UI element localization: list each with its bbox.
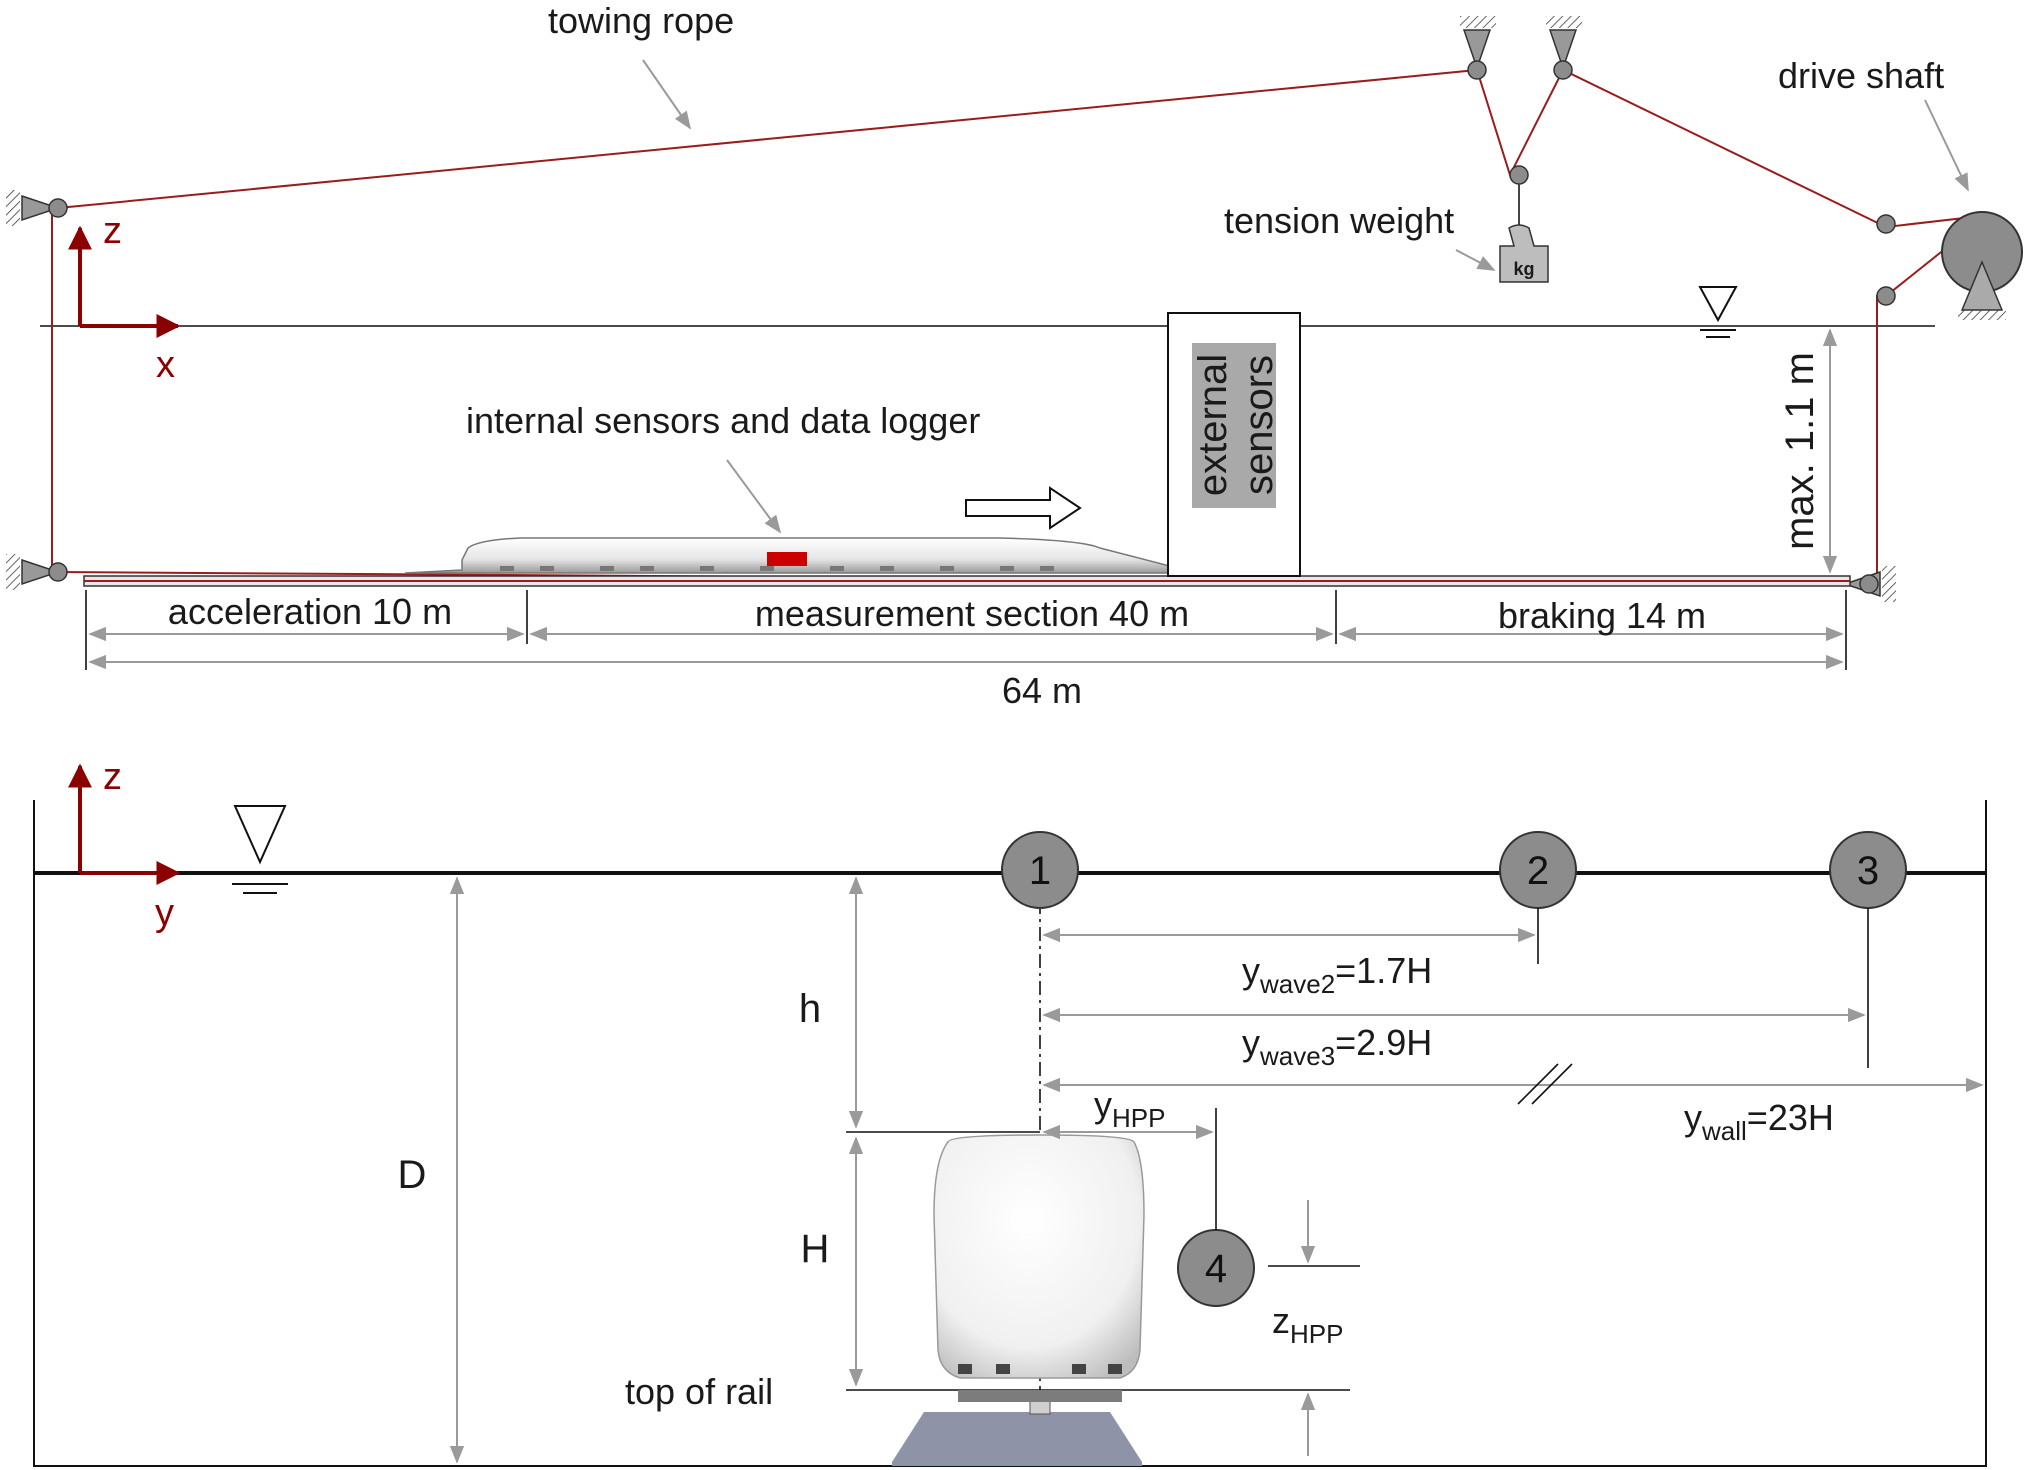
pulley-left-top-icon — [6, 190, 68, 226]
weight-unit-label: kg — [1513, 259, 1534, 279]
y-wall-label: ywall=23H — [1684, 1097, 1834, 1146]
D-label: D — [398, 1153, 427, 1197]
water-level-symbol-icon — [1698, 286, 1738, 338]
tension-weight-label: tension weight — [1224, 200, 1454, 241]
pulley-right-upper-icon — [1876, 214, 1896, 234]
pulley-left-bottom-icon — [6, 554, 68, 590]
drive-shaft-label: drive shaft — [1778, 55, 1944, 96]
z-hpp-label: zHPP — [1272, 1300, 1343, 1349]
pulley-tension-icon — [1509, 165, 1529, 226]
braking-label: braking 14 m — [1498, 595, 1706, 636]
axis-y-label: y — [155, 892, 174, 934]
xz-axes-icon — [68, 225, 181, 338]
water-level-symbol-icon-2 — [232, 805, 288, 894]
data-logger-box — [767, 552, 807, 566]
gauge-3-icon: 3 — [1829, 831, 1907, 909]
gauge-1-label: 1 — [1029, 849, 1051, 893]
pulley-top-left-icon — [1460, 16, 1496, 80]
h-label: h — [799, 987, 821, 1031]
gauge-1-icon: 1 — [1001, 831, 1079, 909]
external-sensors-box — [1192, 343, 1276, 508]
gauge-4-label: 4 — [1205, 1247, 1227, 1291]
y-hpp-label: yHPP — [1094, 1084, 1165, 1133]
y-wave3-label: ywave3=2.9H — [1242, 1022, 1432, 1071]
cross-section-view: z y D h H — [33, 756, 1987, 1467]
train-model — [404, 537, 1186, 574]
gauge-2-icon: 2 — [1499, 831, 1577, 909]
axis-x-label: x — [156, 344, 175, 386]
longitudinal-view: kg z x — [6, 0, 2023, 711]
top-of-rail-label: top of rail — [625, 1371, 773, 1412]
y-wave2-label: ywave2=1.7H — [1242, 950, 1432, 999]
measurement-label: measurement section 40 m — [755, 593, 1189, 634]
direction-arrow-icon — [965, 486, 1082, 530]
towing-rope-label: towing rope — [548, 0, 734, 41]
tension-weight-icon: kg — [1499, 224, 1549, 283]
pulley-right-lower-icon — [1876, 286, 1896, 306]
external-sensors-label-1: external — [1191, 354, 1235, 496]
train-cross-section — [892, 1134, 1145, 1466]
H-label: H — [801, 1227, 830, 1271]
internal-sensors-label: internal sensors and data logger — [466, 400, 980, 441]
pulley-right-bottom-icon — [1842, 566, 1896, 602]
acceleration-label: acceleration 10 m — [168, 591, 452, 632]
yz-axes-icon — [68, 763, 181, 885]
axis-z-label: z — [103, 210, 122, 252]
axis-z-label-2: z — [103, 756, 122, 798]
drive-shaft-icon — [1941, 211, 2023, 320]
gauge-3-label: 3 — [1857, 849, 1879, 893]
gauge-2-label: 2 — [1527, 849, 1549, 893]
sleeper — [892, 1412, 1142, 1466]
max-depth-label: max. 1.1 m — [1778, 352, 1822, 550]
total-length-label: 64 m — [1002, 670, 1082, 711]
gauge-4-icon: 4 — [1177, 1229, 1255, 1307]
pulley-top-right-icon — [1546, 16, 1582, 80]
external-sensors-label-2: sensors — [1237, 355, 1281, 495]
